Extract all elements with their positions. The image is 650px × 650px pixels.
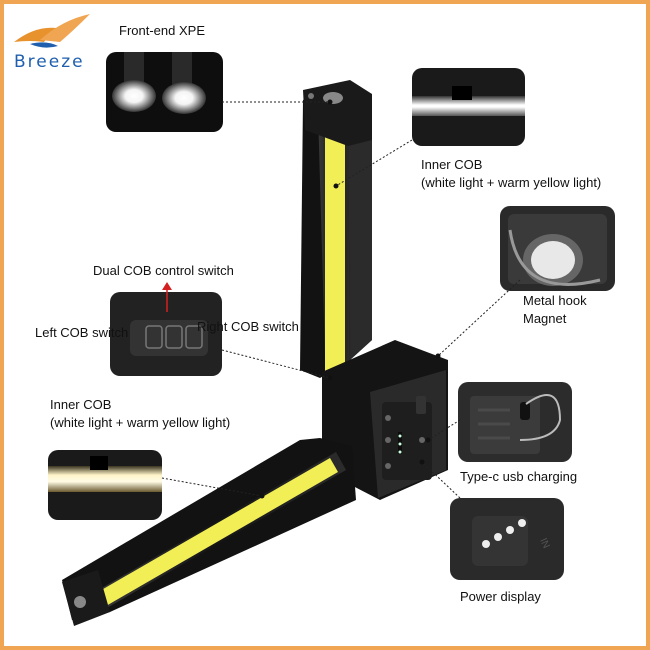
label-inner-cob-left-line1: Inner COB <box>50 397 112 412</box>
leader-lines <box>161 101 521 499</box>
inset-switch <box>110 292 222 376</box>
label-magnet: Magnet <box>523 311 567 326</box>
red-arrow-icon <box>162 282 172 312</box>
breeze-logo-icon <box>14 14 90 48</box>
label-right-switch: Right COB switch <box>197 319 299 334</box>
center-hub <box>322 340 448 500</box>
inset-top-cob <box>412 68 525 146</box>
inset-warm-cob <box>48 450 162 520</box>
label-left-switch: Left COB switch <box>35 325 129 340</box>
svg-text:IN: IN <box>537 537 551 551</box>
label-inner-cob-top-line1: Inner COB <box>421 157 483 172</box>
label-power-display: Power display <box>460 589 541 604</box>
label-metal-hook: Metal hook <box>523 293 587 308</box>
leader-dots <box>259 99 441 499</box>
vertical-arm <box>300 80 372 390</box>
label-front-xpe: Front-end XPE <box>119 23 205 38</box>
inset-front-xpe <box>106 52 223 132</box>
label-typec: Type-c usb charging <box>460 469 578 484</box>
horizontal-cob-strip <box>98 458 338 606</box>
inset-typec <box>458 382 572 462</box>
label-inner-cob-left-line2: (white light + warm yellow light) <box>50 415 231 430</box>
inset-magnet <box>500 206 615 291</box>
horizontal-arm <box>62 438 356 626</box>
label-inner-cob-top-line2: (white light + warm yellow light) <box>421 175 602 190</box>
brand-name: Breeze <box>14 52 85 72</box>
label-dual-switch: Dual COB control switch <box>93 263 234 278</box>
vertical-cob-strip <box>325 128 345 378</box>
inset-power-display: IN <box>450 498 564 580</box>
